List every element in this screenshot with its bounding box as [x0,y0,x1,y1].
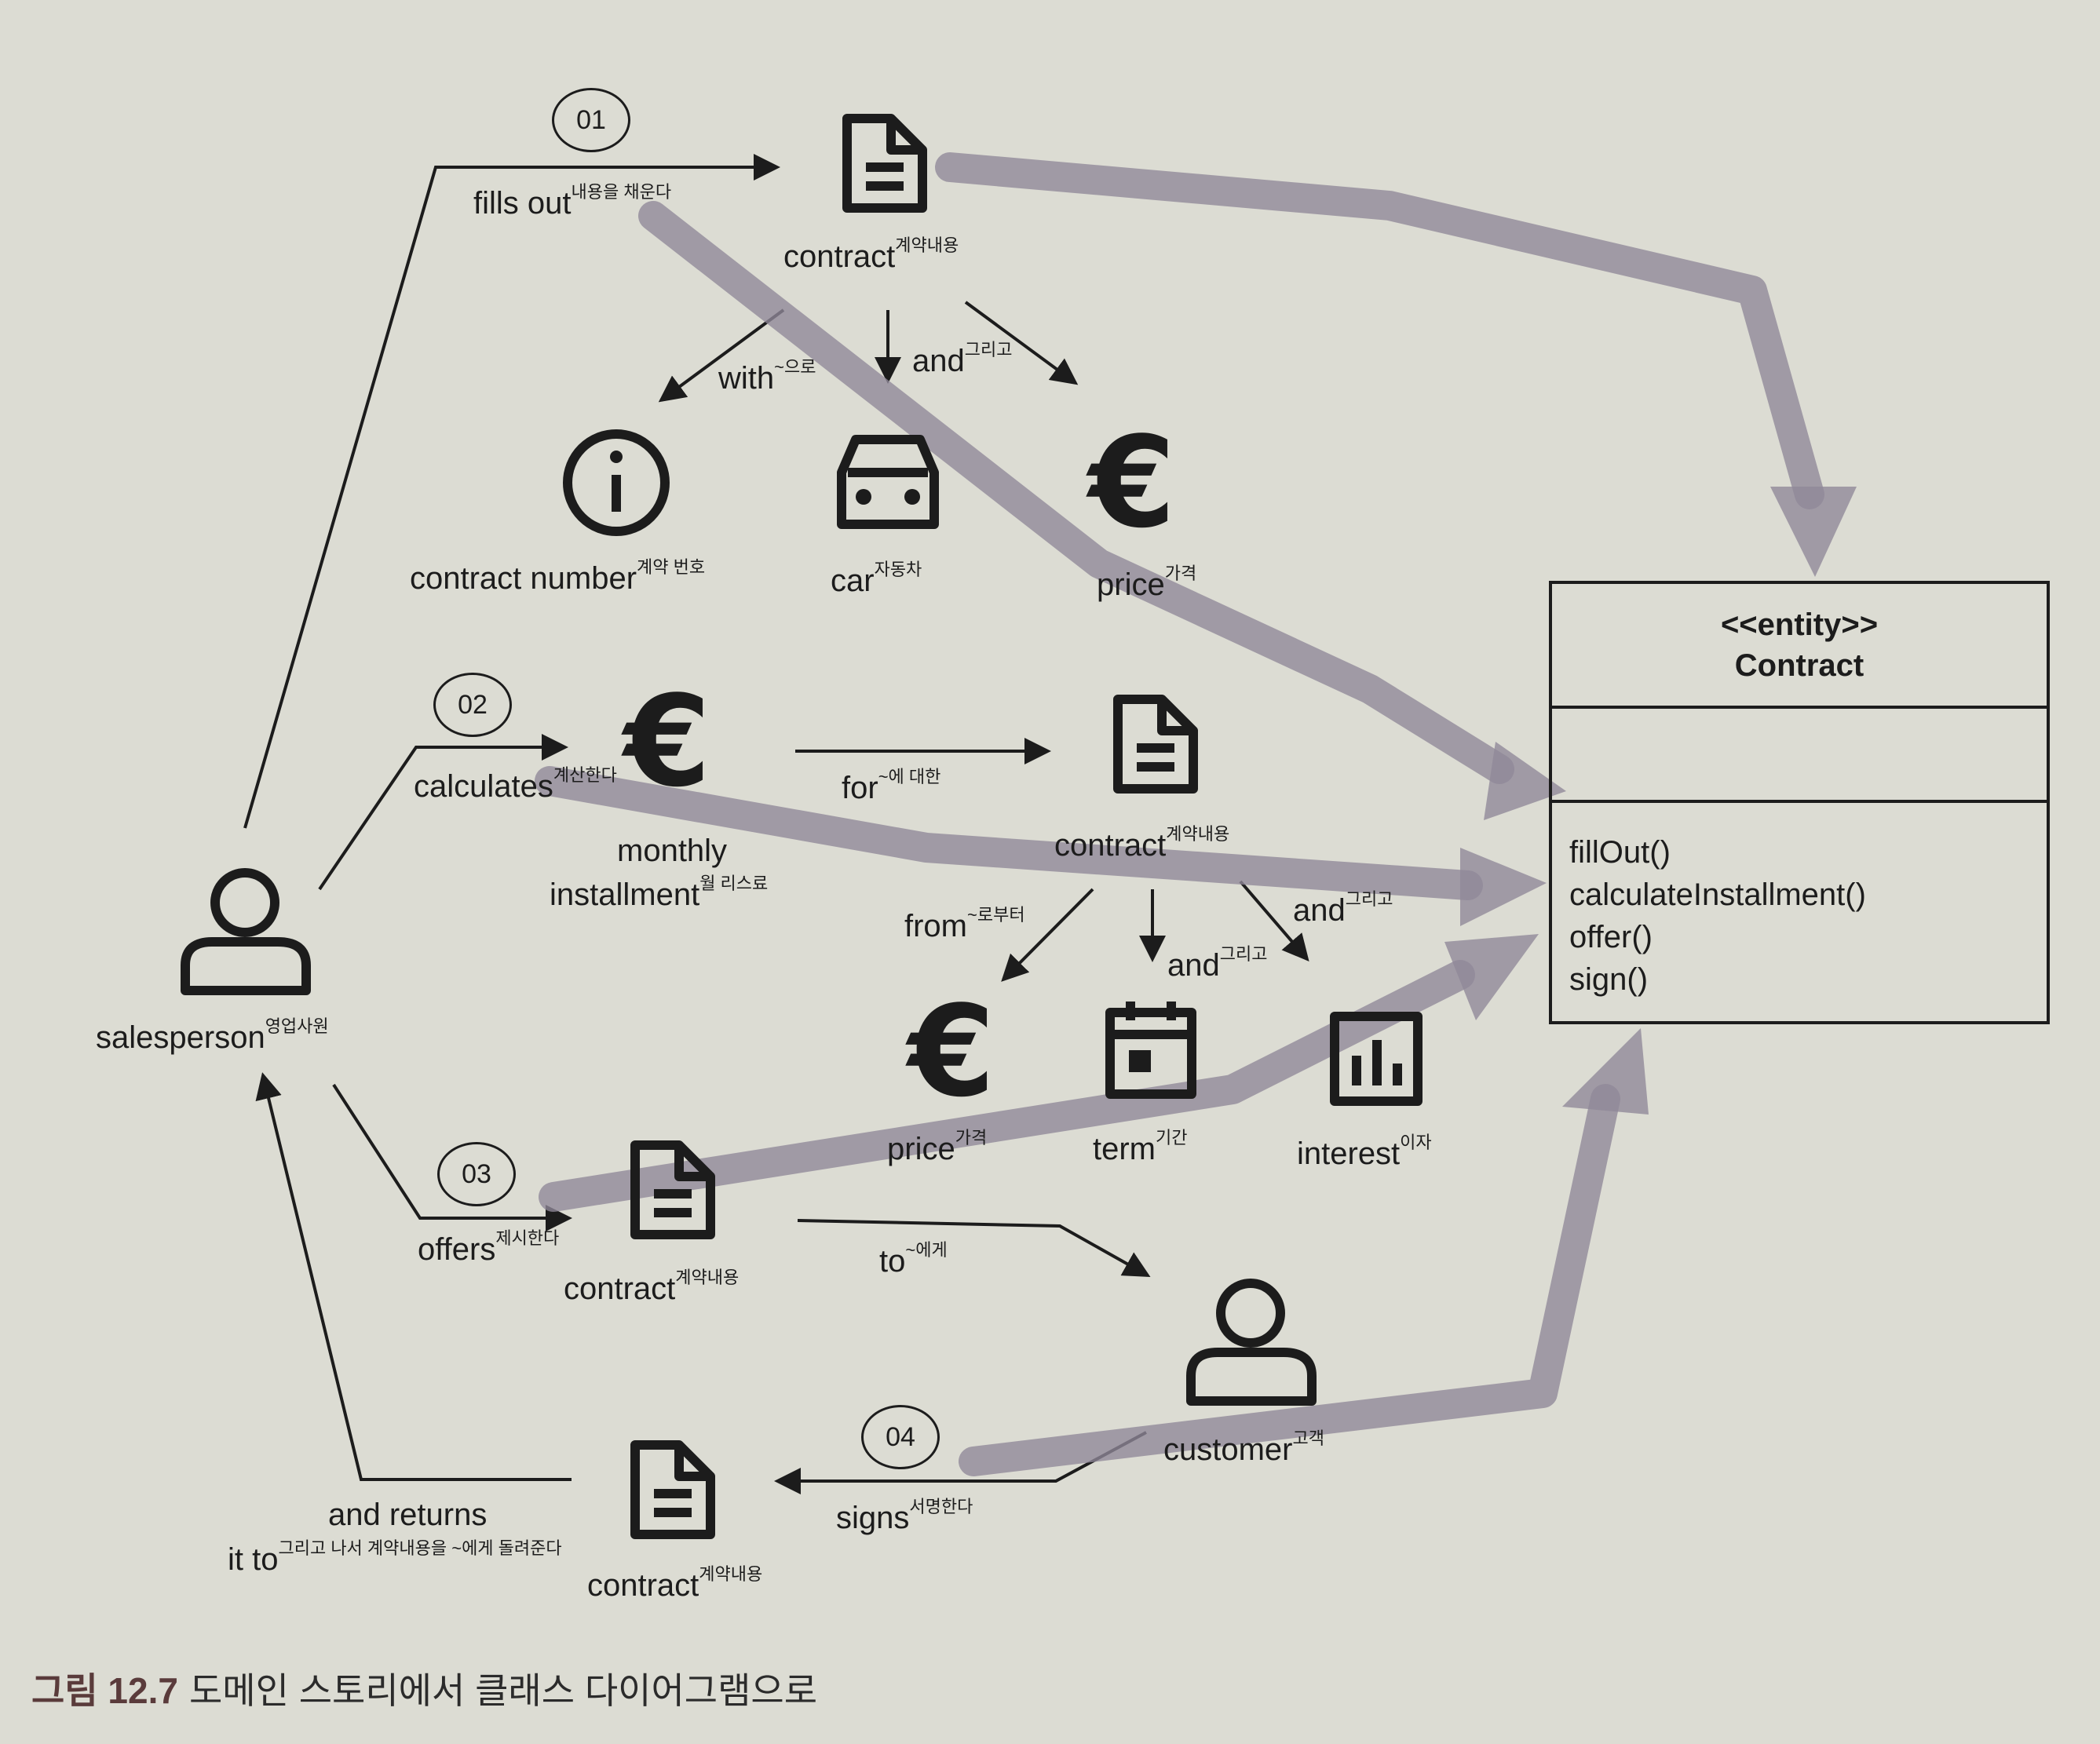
label-installment: installment월 리스료 [550,874,769,912]
car-headlight-icon [904,489,920,505]
document-icon [630,1140,715,1239]
chart-bar [1393,1064,1402,1085]
label-calculates: calculates계산한다 [414,765,617,804]
uml-operation: offer() [1569,920,1653,954]
label-salesperson: salesperson영업사원 [96,1016,329,1055]
mapping-arrowhead-sign [1562,1028,1649,1115]
label-fills-out: fills out내용을 채운다 [473,182,672,221]
calendar-day-marker [1129,1050,1151,1072]
label-contract-bottom: contract계약내용 [587,1564,763,1603]
euro-icon: € [904,978,995,1125]
label-price-mid: price가격 [887,1128,988,1166]
uml-attributes [1552,709,2047,803]
uml-operation: fillOut() [1569,835,1671,870]
label-contract-offer: contract계약내용 [564,1268,740,1306]
calendar-icon [1105,1002,1196,1099]
mapping-arrow-installment [535,766,1483,900]
label-to: to~에게 [879,1240,948,1279]
document-icon [1113,695,1198,794]
arrow-and-interest [1239,880,1309,962]
label-and-c: and그리고 [1293,889,1393,928]
document-icon [630,1440,715,1539]
label-and-returns: and returns [328,1498,488,1532]
uml-class-contract: <<entity>> Contract fillOut() calculateI… [1549,581,2050,1024]
arrow-calculates [318,734,568,891]
label-price-top: price가격 [1097,564,1197,602]
label-interest: interest이자 [1297,1133,1432,1171]
chart-bar [1352,1056,1361,1085]
arrow-and-price [964,301,1079,385]
uml-class-header: <<entity>> Contract [1552,584,2047,709]
arrow-returns [255,1072,572,1481]
label-contract-top: contract계약내용 [783,235,959,274]
step-number-04: 04 [861,1405,940,1469]
euro-icon: € [1085,409,1175,556]
label-and-b: and그리고 [1167,944,1268,983]
label-offers: offers제시한다 [418,1228,560,1267]
arrow-to [797,1219,1151,1277]
mapping-arrow-sign [959,1084,1620,1476]
figure-number: 그림 12.7 [31,1670,178,1711]
label-signs: signs서명한다 [836,1497,973,1535]
label-and-a: and그리고 [912,340,1013,378]
label-contract-mid: contract계약내용 [1054,824,1230,863]
step-number-02: 02 [433,673,512,737]
label-for: for~에 대한 [842,767,941,805]
label-car: car자동차 [831,560,922,598]
info-dot [610,451,623,463]
document-icon [842,114,927,213]
figure-title: 도메인 스토리에서 클래스 다이어그램으로 [188,1670,818,1711]
label-monthly: monthly [617,834,728,868]
label-term: term기간 [1093,1128,1188,1166]
car-headlight-icon [856,489,871,505]
info-icon [563,429,670,536]
mapping-arrow-price [638,201,1514,784]
mapping-arrowhead-offer [1444,934,1539,1020]
arrow-from [1001,888,1094,982]
label-from: from~로부터 [904,905,1025,943]
chart-bar [1372,1040,1382,1085]
label-contract-number: contract number계약 번호 [410,557,706,596]
person-icon [181,868,311,995]
uml-class-name: Contract [1734,648,1864,683]
label-it-to: it to그리고 나서 계약내용을 ~에게 돌려준다 [228,1538,562,1577]
uml-operation: sign() [1569,962,1649,997]
mapping-arrowhead-contract [1770,487,1857,577]
mapping-arrowhead-price [1484,742,1566,820]
label-with: with~으로 [718,357,816,396]
mapping-arrowhead-installment [1460,848,1547,926]
bar-chart-icon [1330,1012,1423,1106]
step-number-03: 03 [437,1142,516,1206]
uml-operations: fillOut() calculateInstallment() offer()… [1552,803,2047,1001]
car-icon [837,435,939,529]
uml-stereotype: <<entity>> [1720,607,1879,642]
uml-operation: calculateInstallment() [1569,877,1866,912]
arrow-fills-out [243,154,780,829]
label-customer: customer고객 [1163,1428,1324,1467]
step-number-01: 01 [552,88,630,152]
arrow-offers [332,1083,572,1231]
person-icon [1186,1279,1317,1406]
euro-icon: € [620,668,710,815]
arrow-with [658,308,785,403]
mapping-arrow-contract [935,152,1824,509]
